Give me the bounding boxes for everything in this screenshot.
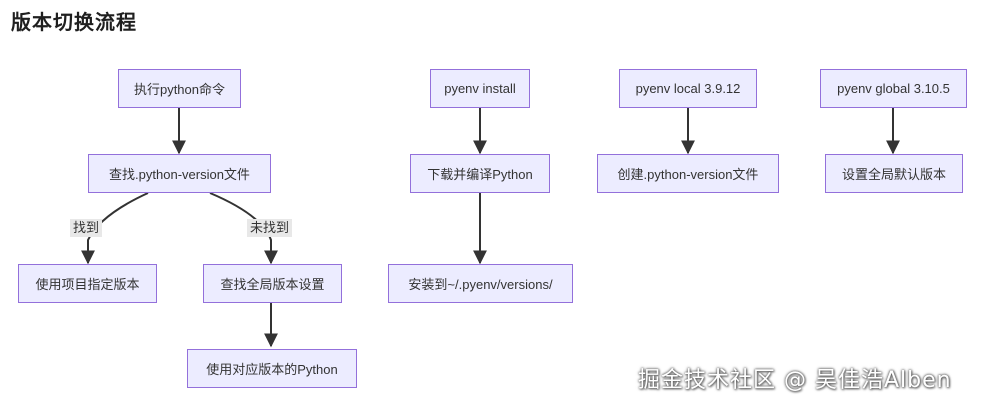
- node-pyenv-install[interactable]: pyenv install: [430, 69, 530, 108]
- node-pyenv-global[interactable]: pyenv global 3.10.5: [820, 69, 967, 108]
- edge-label-found: 找到: [70, 219, 103, 237]
- node-install-to[interactable]: 安装到~/.pyenv/versions/: [388, 264, 573, 303]
- node-download-compile[interactable]: 下载并编译Python: [410, 154, 550, 193]
- page-title: 版本切换流程: [11, 10, 137, 34]
- edge-find-to-global: [209, 192, 278, 265]
- node-set-global-default[interactable]: 设置全局默认版本: [825, 154, 963, 193]
- node-find-python-version[interactable]: 查找.python-version文件: [88, 154, 271, 193]
- node-create-python-version[interactable]: 创建.python-version文件: [597, 154, 779, 193]
- node-find-global-version[interactable]: 查找全局版本设置: [203, 264, 342, 303]
- node-exec-python[interactable]: 执行python命令: [118, 69, 241, 108]
- node-pyenv-local[interactable]: pyenv local 3.9.12: [619, 69, 757, 108]
- node-use-project-version[interactable]: 使用项目指定版本: [18, 264, 157, 303]
- node-use-python[interactable]: 使用对应版本的Python: [187, 349, 357, 388]
- edge-label-not-found: 未找到: [247, 219, 293, 237]
- watermark: 掘金技术社区 @ 吴佳浩Alben: [638, 368, 952, 393]
- edge-find-to-project: [81, 192, 149, 265]
